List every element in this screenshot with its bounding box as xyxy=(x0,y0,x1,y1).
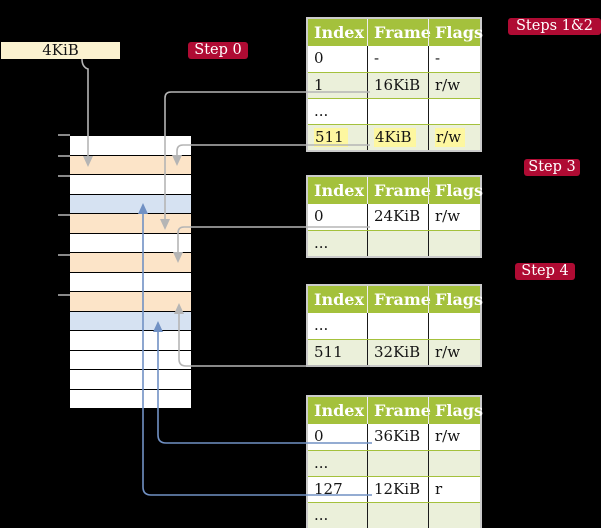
memory-row-white xyxy=(70,271,191,291)
cell-flags: r xyxy=(428,477,480,502)
column-header-index: Index xyxy=(314,181,365,200)
highlighted-value: 4KiB xyxy=(374,128,416,147)
cell-frame xyxy=(367,503,428,528)
table-row: 0 24KiB r/w xyxy=(308,204,480,230)
cell-flags xyxy=(428,231,480,256)
cell-index: ... xyxy=(314,506,329,524)
cell-frame xyxy=(367,313,428,339)
cell-index: ... xyxy=(314,454,329,472)
cell-flags: r/w xyxy=(428,73,480,98)
table-header-row: Index Frame Flags xyxy=(308,286,483,313)
cell-flags xyxy=(428,99,480,124)
memory-strip xyxy=(70,135,191,408)
cell-index: 0 xyxy=(314,427,324,445)
cell-flags xyxy=(428,313,480,339)
column-header-index: Index xyxy=(314,23,365,42)
table-header-row: Index Frame Flags xyxy=(308,177,483,204)
column-header-flags: Flags xyxy=(428,177,483,204)
cell-index: ... xyxy=(314,102,329,120)
memory-row-white xyxy=(70,369,191,389)
cell-flags: - xyxy=(428,46,480,72)
table-row: ... xyxy=(308,450,480,476)
table-row: 0 - - xyxy=(308,46,480,72)
cell-flags: r/w xyxy=(428,340,480,365)
cell-index: 0 xyxy=(314,207,324,225)
memory-row-blue xyxy=(70,193,191,213)
column-header-flags: Flags xyxy=(428,19,483,46)
address-tick xyxy=(58,214,70,216)
memory-row-white xyxy=(70,135,191,155)
table-row: ... xyxy=(308,313,480,339)
cell-frame xyxy=(367,99,428,124)
table-row: ... xyxy=(308,98,480,124)
highlighted-value: r/w xyxy=(435,128,466,147)
address-tick xyxy=(58,134,70,136)
step4-badge: Step 4 xyxy=(515,263,575,280)
cell-flags xyxy=(428,451,480,476)
cell-frame: 12KiB xyxy=(367,477,428,502)
cell-frame xyxy=(367,451,428,476)
cell-frame: 4KiB xyxy=(367,125,428,150)
cell-frame: 32KiB xyxy=(367,340,428,365)
memory-row-white xyxy=(70,349,191,369)
memory-row-peach xyxy=(70,154,191,174)
cell-index: 511 xyxy=(308,125,367,150)
table-row: ... xyxy=(308,230,480,256)
cell-frame: 24KiB xyxy=(367,204,428,230)
cell-index: 1 xyxy=(314,76,324,94)
cell-frame: 16KiB xyxy=(367,73,428,98)
cell-index: ... xyxy=(314,316,329,334)
memory-row-peach xyxy=(70,213,191,233)
table-row: 511 32KiB r/w xyxy=(308,339,480,365)
cell-index: 511 xyxy=(314,343,343,361)
address-tick xyxy=(58,294,70,296)
cell-flags xyxy=(428,503,480,528)
column-header-frame: Frame xyxy=(367,286,431,313)
memory-row-blue xyxy=(70,310,191,330)
cell-frame: 36KiB xyxy=(367,424,428,450)
column-header-frame: Frame xyxy=(367,397,431,424)
cell-flags: r/w xyxy=(428,424,480,450)
cell-frame xyxy=(367,231,428,256)
address-tick xyxy=(58,155,70,157)
table-header-row: Index Frame Flags xyxy=(308,397,483,424)
column-header-index: Index xyxy=(314,401,365,420)
cell-index: ... xyxy=(314,234,329,252)
table-row: ... xyxy=(308,502,480,528)
column-header-flags: Flags xyxy=(428,286,483,313)
column-header-flags: Flags xyxy=(428,397,483,424)
memory-row-white xyxy=(70,232,191,252)
highlighted-value: 511 xyxy=(314,128,348,147)
memory-row-white xyxy=(70,388,191,408)
table-row: 1 16KiB r/w xyxy=(308,72,480,98)
table-header-row: Index Frame Flags xyxy=(308,19,483,46)
cell-flags: r/w xyxy=(428,125,480,150)
column-header-frame: Frame xyxy=(367,177,431,204)
column-header-index: Index xyxy=(314,290,365,309)
cell-flags: r/w xyxy=(428,204,480,230)
memory-row-white xyxy=(70,174,191,194)
table-row: 127 12KiB r xyxy=(308,476,480,502)
memory-row-white xyxy=(70,330,191,350)
page-table-level2: Index Frame Flags ... 511 32KiB r/w xyxy=(306,284,483,367)
page-table-level4: Index Frame Flags 0 - - 1 16KiB r/w ... … xyxy=(306,17,483,152)
column-header-frame: Frame xyxy=(367,19,431,46)
cell-frame: - xyxy=(367,46,428,72)
table-row: 0 36KiB r/w xyxy=(308,424,480,450)
steps1and2-badge: Steps 1&2 xyxy=(508,18,601,35)
page-table-level1: Index Frame Flags 0 36KiB r/w ... 127 12… xyxy=(306,395,483,528)
table-row-highlighted: 511 4KiB r/w xyxy=(308,124,480,150)
step0-badge: Step 0 xyxy=(188,42,248,59)
address-tick xyxy=(58,254,70,256)
page-table-level3: Index Frame Flags 0 24KiB r/w ... xyxy=(306,175,483,258)
step3-badge: Step 3 xyxy=(524,159,580,176)
frame-address-label: 4KiB xyxy=(1,42,120,59)
cell-index: 0 xyxy=(314,49,324,67)
memory-row-peach xyxy=(70,291,191,311)
address-tick xyxy=(58,175,70,177)
cell-index: 127 xyxy=(314,480,343,498)
memory-row-peach xyxy=(70,252,191,272)
